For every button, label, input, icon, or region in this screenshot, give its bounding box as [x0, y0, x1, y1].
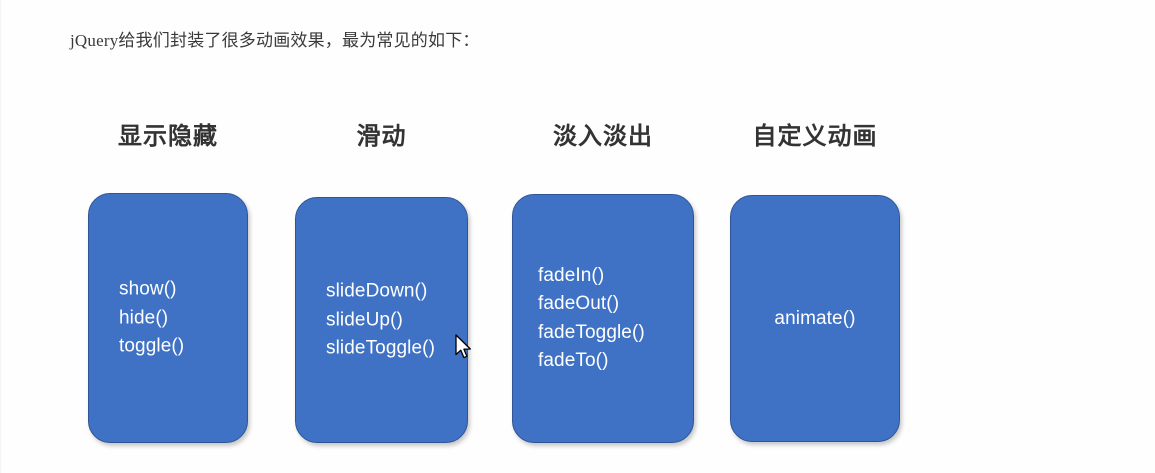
method-name: slideDown(): [326, 280, 428, 302]
method-card-show-hide[interactable]: show() hide() toggle(): [88, 193, 248, 443]
method-name: fadeTo(): [538, 350, 609, 371]
method-name: fadeIn(): [538, 264, 605, 286]
diagram-column-slide: 滑动: [295, 120, 468, 154]
diagram-column-fade: 淡入淡出: [512, 120, 694, 154]
method-card-fade-body: fadeIn() fadeOut() fadeToggle() fadeTo(): [513, 262, 693, 376]
method-name: slideToggle(): [326, 337, 436, 359]
intro-paragraph: jQuery给我们封装了很多动画效果，最为常见的如下：: [70, 31, 480, 50]
method-name: show(): [119, 278, 177, 300]
method-name: animate(): [774, 307, 856, 329]
method-card-slide[interactable]: slideDown() slideUp() slideToggle(): [295, 197, 468, 443]
method-card-fade[interactable]: fadeIn() fadeOut() fadeToggle() fadeTo(): [512, 194, 694, 443]
diagram-column-show-hide: 显示隐藏: [88, 120, 248, 154]
column-heading-show-hide: 显示隐藏: [118, 123, 218, 150]
method-card-custom-animation[interactable]: animate(): [730, 195, 900, 442]
diagram-column-custom: 自定义动画: [730, 120, 900, 154]
method-card-custom-animation-body: animate(): [731, 304, 899, 333]
column-heading-custom: 自定义动画: [752, 123, 878, 150]
method-card-slide-body: slideDown() slideUp() slideToggle(): [296, 277, 467, 363]
method-card-show-hide-body: show() hide() toggle(): [89, 275, 247, 361]
page-left-edge: [0, 0, 2, 473]
method-name: fadeOut(): [538, 293, 620, 314]
column-heading-fade: 淡入淡出: [553, 123, 653, 150]
method-name: slideUp(): [326, 308, 403, 330]
method-name: hide(): [119, 306, 169, 328]
column-heading-slide: 滑动: [356, 123, 407, 150]
method-name: fadeToggle(): [538, 321, 645, 343]
method-name: toggle(): [119, 335, 185, 357]
